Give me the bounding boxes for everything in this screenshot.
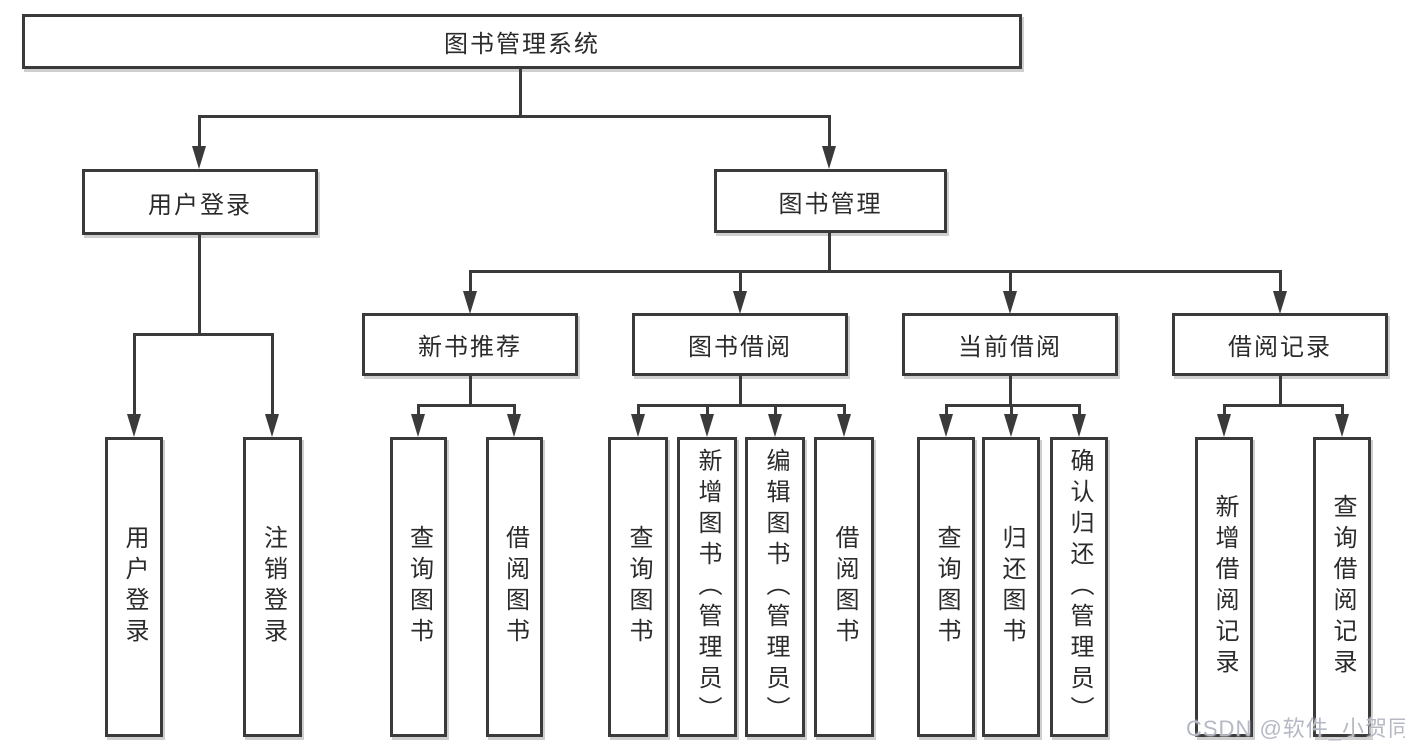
leaf-borrow-add-books-admin: 新增图书（管理员） [677, 437, 737, 737]
edge-drop [637, 404, 640, 417]
arrow-down-icon [192, 146, 206, 169]
edge-drop [1010, 404, 1013, 417]
leaf-records-add-record: 新增借阅记录 [1195, 437, 1253, 737]
edge-records-stub [1279, 376, 1282, 407]
edge-current-stub [1009, 376, 1012, 407]
edge-drop [1279, 270, 1282, 293]
arrow-down-icon [127, 414, 141, 437]
arrow-down-icon [1072, 414, 1086, 437]
edge-user-login-stub [198, 235, 201, 336]
edge-book-mgmt-stub [828, 233, 831, 273]
node-current-borrow: 当前借阅 [902, 313, 1118, 376]
edge-drop [1341, 404, 1344, 417]
edge-drop [739, 270, 742, 293]
edge-drop [198, 115, 201, 148]
edge-drop [1078, 404, 1081, 417]
leaf-user-login: 用户登录 [105, 437, 163, 737]
edge-drop [774, 404, 777, 417]
arrow-down-icon [1335, 414, 1349, 437]
edge-drop [843, 404, 846, 417]
edge-records-bus [1223, 404, 1344, 407]
arrow-down-icon [1273, 291, 1287, 314]
leaf-current-return-books: 归还图书 [982, 437, 1040, 737]
edge-user-login-bus [133, 333, 274, 336]
edge-borrow-stub [739, 376, 742, 407]
edge-current-bus [945, 404, 1081, 407]
leaf-records-query-record: 查询借阅记录 [1313, 437, 1371, 737]
edge-drop [469, 270, 472, 293]
leaf-borrow-edit-books-admin: 编辑图书（管理员） [745, 437, 805, 737]
node-user-login: 用户登录 [82, 169, 318, 235]
arrow-down-icon [507, 414, 521, 437]
edge-drop [1223, 404, 1226, 417]
arrow-down-icon [822, 146, 836, 169]
node-borrow-records: 借阅记录 [1172, 313, 1388, 376]
leaf-logout: 注销登录 [243, 437, 302, 737]
edge-root-stub [519, 68, 522, 118]
edge-drop [417, 404, 420, 417]
leaf-current-confirm-return-admin: 确认归还（管理员） [1050, 437, 1108, 737]
arrow-down-icon [733, 291, 747, 314]
arrow-down-icon [700, 414, 714, 437]
edge-book-mgmt-bus [469, 270, 1282, 273]
node-root: 图书管理系统 [22, 14, 1022, 69]
arrow-down-icon [411, 414, 425, 437]
edge-drop [133, 333, 136, 414]
arrow-down-icon [631, 414, 645, 437]
node-new-book-recommend: 新书推荐 [362, 313, 578, 376]
arrow-down-icon [939, 414, 953, 437]
edge-drop [828, 115, 831, 148]
arrow-down-icon [768, 414, 782, 437]
leaf-borrow-borrow-books: 借阅图书 [814, 437, 874, 737]
arrow-down-icon [1004, 414, 1018, 437]
leaf-current-query-books: 查询图书 [917, 437, 975, 737]
edge-recommend-stub [469, 376, 472, 407]
node-book-borrow: 图书借阅 [632, 313, 848, 376]
edge-root-bus [198, 115, 831, 118]
node-book-management: 图书管理 [714, 169, 947, 233]
edge-recommend-bus [417, 404, 516, 407]
leaf-recommend-borrow-books: 借阅图书 [486, 437, 543, 737]
arrow-down-icon [1217, 414, 1231, 437]
leaf-recommend-query-books: 查询图书 [390, 437, 447, 737]
arrow-down-icon [463, 291, 477, 314]
edge-drop [271, 333, 274, 414]
arrow-down-icon [1003, 291, 1017, 314]
edge-drop [513, 404, 516, 417]
edge-drop [945, 404, 948, 417]
arrow-down-icon [837, 414, 851, 437]
leaf-borrow-query-books: 查询图书 [608, 437, 668, 737]
edge-borrow-bus [637, 404, 846, 407]
edge-drop [1009, 270, 1012, 293]
arrow-down-icon [265, 414, 279, 437]
csdn-watermark: CSDN @软件_小贺同学 [1186, 716, 1405, 741]
edge-drop [706, 404, 709, 417]
